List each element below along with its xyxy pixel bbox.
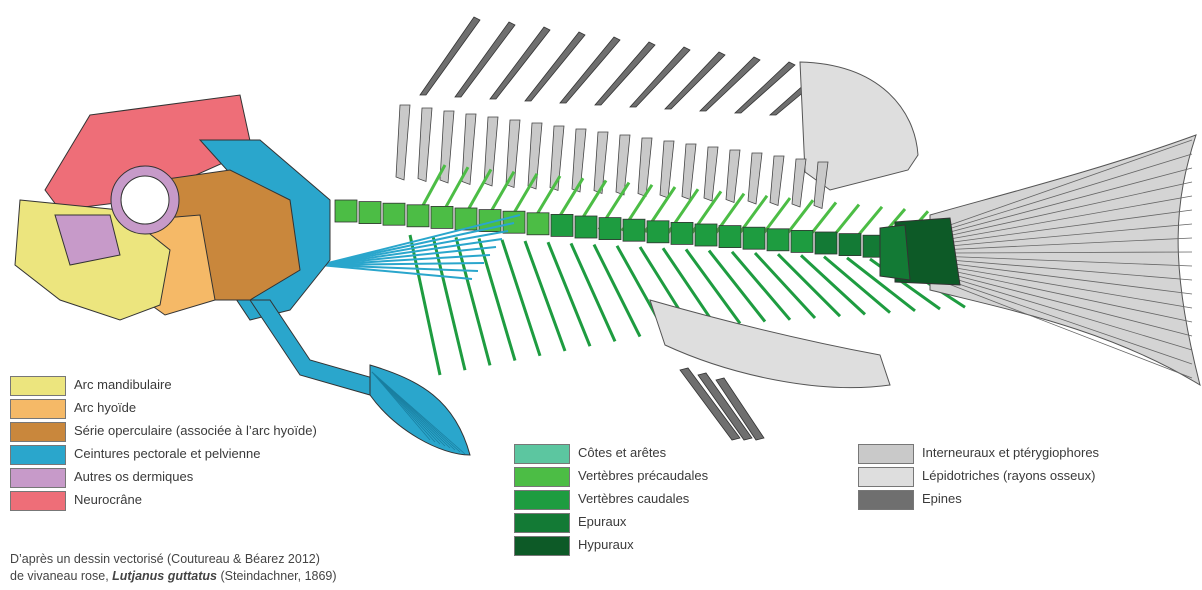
- vertebra: [599, 218, 621, 240]
- species-name: Lutjanus guttatus: [112, 569, 217, 583]
- legend-label: Ceintures pectorale et pelvienne: [74, 446, 260, 461]
- vertebra: [671, 222, 693, 244]
- legend-swatch: [514, 536, 570, 556]
- legend-swatch: [514, 513, 570, 533]
- legend-label: Neurocrâne: [74, 492, 142, 507]
- vertebra: [575, 216, 597, 238]
- legend-label: Lépidotriches (rayons osseux): [922, 468, 1095, 483]
- legend-swatch: [858, 444, 914, 464]
- legend-swatch: [10, 468, 66, 488]
- legend-swatch: [10, 376, 66, 396]
- legend-item: Ceintures pectorale et pelvienne: [10, 443, 370, 466]
- legend-swatch: [858, 490, 914, 510]
- interneural: [506, 120, 520, 188]
- legend-label: Vertèbres caudales: [578, 491, 689, 506]
- rib: [709, 251, 765, 322]
- legend-label: Série operculaire (associée à l’arc hyoï…: [74, 423, 317, 438]
- legend-label: Epuraux: [578, 514, 626, 529]
- interneural: [418, 108, 432, 182]
- rib: [732, 252, 790, 320]
- vertebra: [503, 211, 525, 233]
- interneural: [748, 153, 762, 204]
- legend-item: Lépidotriches (rayons osseux): [858, 465, 1158, 488]
- interneural: [792, 159, 806, 207]
- vertebra: [431, 206, 453, 228]
- legend-head-bones: Arc mandibulaireArc hyoïdeSérie opercula…: [10, 374, 370, 512]
- legend-label: Arc mandibulaire: [74, 377, 172, 392]
- figure-credit: D’après un dessin vectorisé (Coutureau &…: [10, 551, 337, 585]
- vertebra: [359, 202, 381, 224]
- legend-label: Côtes et arêtes: [578, 445, 666, 460]
- interneural: [726, 150, 740, 203]
- vertebra: [551, 214, 573, 236]
- credit-line-1: D’après un dessin vectorisé (Coutureau &…: [10, 551, 337, 568]
- legend-label: Arc hyoïde: [74, 400, 136, 415]
- interneural: [770, 156, 784, 206]
- legend-item: Interneuraux et ptérygiophores: [858, 442, 1158, 465]
- rib: [525, 241, 565, 351]
- interneurals: [396, 105, 828, 209]
- legend-swatch: [10, 422, 66, 442]
- legend-label: Hypuraux: [578, 537, 634, 552]
- legend-axial-skeleton: Côtes et arêtesVertèbres précaudalesVert…: [514, 442, 734, 557]
- vertebra: [839, 234, 861, 256]
- legend-item: Côtes et arêtes: [514, 442, 734, 465]
- legend-label: Autres os dermiques: [74, 469, 193, 484]
- pelvic-fin-shape: [370, 365, 470, 455]
- rib: [548, 242, 590, 346]
- credit-suffix: (Steindachner, 1869): [217, 569, 337, 583]
- legend-item: Série operculaire (associée à l’arc hyoï…: [10, 420, 370, 443]
- legend-item: Hypuraux: [514, 534, 734, 557]
- rib: [594, 245, 640, 337]
- legend-swatch: [858, 467, 914, 487]
- legend-item: Vertèbres caudales: [514, 488, 734, 511]
- legend-item: Autres os dermiques: [10, 466, 370, 489]
- vertebra: [383, 203, 405, 225]
- vertebra: [647, 221, 669, 243]
- legend-swatch: [514, 467, 570, 487]
- hypurals: [880, 218, 960, 285]
- rib: [571, 243, 615, 341]
- legend-swatch: [514, 490, 570, 510]
- vertebra: [623, 219, 645, 241]
- legend-swatch: [10, 491, 66, 511]
- credit-line-2: de vivaneau rose, Lutjanus guttatus (Ste…: [10, 568, 337, 585]
- credit-prefix: de vivaneau rose,: [10, 569, 112, 583]
- vertebra: [695, 224, 717, 246]
- vertebra: [791, 230, 813, 252]
- legend-item: Arc mandibulaire: [10, 374, 370, 397]
- dorsal-spines: [420, 17, 830, 115]
- vertebra: [743, 227, 765, 249]
- legend-item: Vertèbres précaudales: [514, 465, 734, 488]
- legend-item: Epuraux: [514, 511, 734, 534]
- legend-item: Epines: [858, 488, 1158, 511]
- legend-label: Epines: [922, 491, 962, 506]
- vertebra: [527, 213, 549, 235]
- legend-label: Interneuraux et ptérygiophores: [922, 445, 1099, 460]
- interneural: [704, 147, 718, 201]
- vertebra: [767, 229, 789, 251]
- interneural: [594, 132, 608, 194]
- pelvic-fin: [370, 365, 470, 455]
- legend-item: Neurocrâne: [10, 489, 370, 512]
- caudal-fin: [930, 135, 1200, 385]
- legend-item: Arc hyoïde: [10, 397, 370, 420]
- vertebra: [719, 226, 741, 248]
- legend-swatch: [514, 444, 570, 464]
- vertebra: [335, 200, 357, 222]
- skull: [15, 95, 380, 395]
- legend-swatch: [10, 399, 66, 419]
- legend-label: Vertèbres précaudales: [578, 468, 708, 483]
- interneural: [682, 144, 696, 200]
- anal-spines: [680, 368, 764, 440]
- interneural: [396, 105, 410, 180]
- vertebra: [815, 232, 837, 254]
- legend-swatch: [10, 445, 66, 465]
- vertebra: [407, 205, 429, 227]
